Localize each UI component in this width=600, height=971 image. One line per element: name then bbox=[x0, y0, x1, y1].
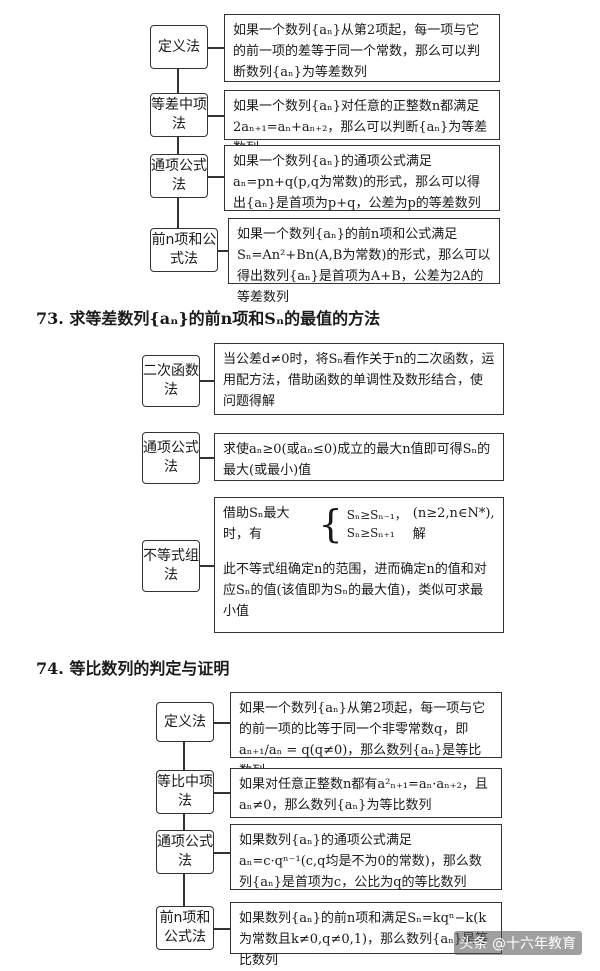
g2-link-1 bbox=[200, 380, 214, 382]
g3-link-1 bbox=[214, 722, 230, 724]
g1-content-definition: 如果一个数列{aₙ}从第2项起，每一项与它的前一项的差等于同一个常数，那么可以判… bbox=[224, 14, 500, 82]
g2-label-inequality: 不等式组法 bbox=[142, 540, 200, 592]
g2-content-quadratic: 当公差d≠0时，将Sₙ看作关于n的二次函数，运用配方法，借助函数的单调性及数形结… bbox=[214, 343, 504, 415]
g2-brace-tail: (n≥2,n∈N*),解 bbox=[412, 506, 495, 542]
g2-content-inequality: 借助Sₙ最大时，有 { Sₙ≥Sₙ₋₁， Sₙ≥Sₙ₊₁ (n≥2,n∈N*),… bbox=[214, 497, 504, 633]
g1-label-definition: 定义法 bbox=[150, 25, 208, 69]
left-brace-glyph: { bbox=[318, 502, 343, 546]
g1-label-mean: 等差中项法 bbox=[150, 93, 208, 137]
g1-link-3 bbox=[208, 176, 224, 178]
watermark: 头条 @十六年教育 bbox=[453, 931, 582, 955]
g3-content-sum: 如果数列{aₙ}的前n项和满足Sₙ=kqⁿ−k(k为常数且k≠0,q≠0,1)，… bbox=[230, 902, 502, 968]
g1-content-mean: 如果一个数列{aₙ}对任意的正整数n都满足2aₙ₊₁=aₙ+aₙ₊₂，那么可以判… bbox=[224, 90, 500, 156]
g1-content-general-term: 如果一个数列{aₙ}的通项公式满足aₙ=pn+q(p,q为常数)的形式，那么可以… bbox=[224, 145, 500, 211]
g2-label-general-term: 通项公式法 bbox=[142, 432, 200, 484]
g2-brace-line1: Sₙ≥Sₙ₋₁， bbox=[346, 508, 407, 522]
group3-connector bbox=[183, 716, 185, 926]
g3-content-general-term: 如果数列{aₙ}的通项公式满足aₙ=c·qⁿ⁻¹(c,q均是不为0的常数)，那么… bbox=[230, 824, 502, 890]
g2-brace-line2: Sₙ≥Sₙ₊₁ bbox=[346, 526, 395, 540]
g3-content-mean: 如果对任意正整数n都有a²ₙ₊₁=aₙ·aₙ₊₂，且aₙ≠0，那么数列{aₙ}为… bbox=[230, 768, 502, 818]
g1-content-sum: 如果一个数列{aₙ}的前n项和公式满足Sₙ=An²+Bn(A,B为常数)的形式，… bbox=[228, 218, 500, 305]
g2-content-general-term: 求使aₙ≥0(或aₙ≤0)成立的最大n值即可得Sₙ的最大(或最小)值 bbox=[214, 433, 504, 481]
g3-content-definition: 如果一个数列{aₙ}从第2项起，每一项与它的前一项的比等于同一个非零常数q，即 … bbox=[230, 692, 502, 779]
g1-link-1 bbox=[208, 47, 224, 49]
section-74-title: 74. 等比数列的判定与证明 bbox=[36, 659, 230, 678]
g3-link-3 bbox=[214, 852, 230, 854]
g2-inequality-rest: 此不等式组确定n的范围，进而确定n的值和对应Sₙ的值(该值即为Sₙ的最大值)，类… bbox=[223, 562, 487, 619]
g2-label-quadratic: 二次函数法 bbox=[142, 355, 200, 407]
g1-label-sum: 前n项和公式法 bbox=[150, 228, 218, 272]
g1-link-4 bbox=[218, 250, 228, 252]
g1-link-2 bbox=[208, 115, 224, 117]
g3-link-2 bbox=[214, 792, 230, 794]
section-73-title: 73. 求等差数列{aₙ}的前n项和Sₙ的最值的方法 bbox=[36, 309, 381, 328]
g2-brace-row: 借助Sₙ最大时，有 { Sₙ≥Sₙ₋₁， Sₙ≥Sₙ₊₁ (n≥2,n∈N*),… bbox=[223, 503, 495, 545]
g3-label-mean: 等比中项法 bbox=[156, 770, 214, 814]
g1-label-general-term: 通项公式法 bbox=[150, 154, 208, 198]
g2-link-3 bbox=[200, 565, 214, 567]
g3-label-sum: 前n项和公式法 bbox=[156, 906, 214, 950]
g2-link-2 bbox=[200, 457, 214, 459]
group1-connector bbox=[177, 40, 179, 240]
g3-label-general-term: 通项公式法 bbox=[156, 830, 214, 874]
g2-brace-lead: 借助Sₙ最大时，有 bbox=[223, 506, 290, 542]
g3-label-definition: 定义法 bbox=[156, 702, 214, 742]
g2-brace-lines: Sₙ≥Sₙ₋₁， Sₙ≥Sₙ₊₁ bbox=[347, 506, 407, 542]
g3-link-4 bbox=[214, 928, 230, 930]
